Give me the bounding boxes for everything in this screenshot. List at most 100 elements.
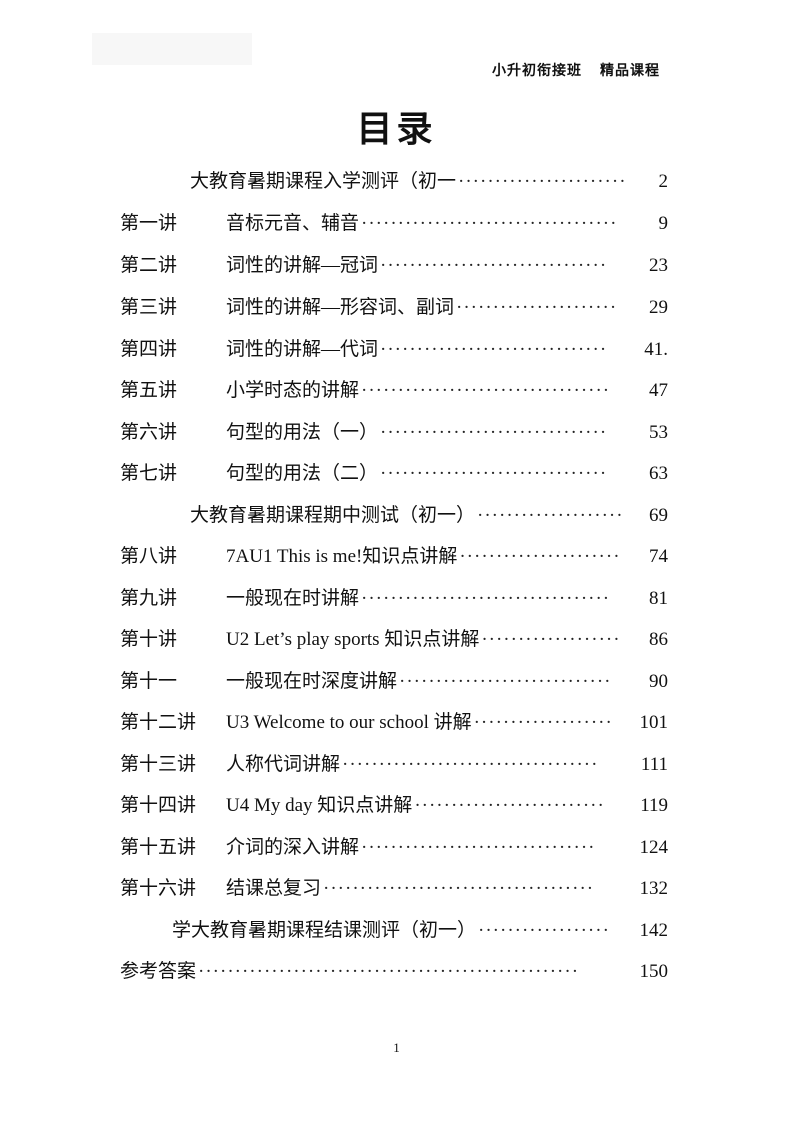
toc-topic: U3 Welcome to our school 讲解 [226, 712, 472, 733]
toc-page-number: 119 [640, 795, 668, 816]
toc-page-number: 74 [649, 546, 668, 567]
toc-topic: 大教育暑期课程期中测试（初一） [190, 505, 476, 526]
toc-entry[interactable]: 第十一 一般现在时深度讲解····························… [120, 667, 668, 697]
toc-topic: 一般现在时深度讲解 [226, 671, 398, 692]
toc-page-number: 9 [658, 213, 669, 234]
toc-entry[interactable]: 第一讲音标元音、辅音······························… [120, 209, 668, 239]
toc-entry[interactable]: 大教育暑期课程期中测试（初一）···················· 69 [190, 501, 668, 531]
toc-page-number: 29 [649, 297, 668, 318]
toc-lecture-number: 第十二讲 [120, 712, 197, 733]
toc-topic: 7AU1 This is me!知识点讲解 [226, 546, 458, 567]
toc-lecture-number: 第十六讲 [120, 878, 197, 899]
course-tag-right: 精品课程 [600, 63, 660, 79]
toc-leader-dots: ··················· [473, 712, 613, 733]
faint-watermark-box [92, 33, 252, 65]
toc-topic: 词性的讲解—冠词 [226, 255, 379, 276]
toc-page-number: 142 [639, 920, 669, 941]
toc-topic: 小学时态的讲解 [226, 380, 360, 401]
toc-page-number: 69 [649, 505, 668, 526]
toc-topic: 句型的用法（二） [226, 463, 379, 484]
toc-topic: 介词的深入讲解 [226, 837, 360, 858]
toc-lecture-number: 第十四讲 [120, 795, 197, 816]
toc-lecture-number: 第十一 [120, 671, 178, 692]
toc-lecture-number: 第六讲 [120, 422, 178, 443]
toc-page-number: 53 [649, 422, 668, 443]
toc-leader-dots: ····························· [399, 671, 612, 692]
toc-lecture-number: 第十讲 [120, 629, 178, 650]
toc-entry[interactable]: 学大教育暑期课程结课测评（初一）·················· 142 [172, 916, 668, 946]
toc-leader-dots: ····································· [323, 878, 595, 899]
toc-leader-dots: ······························· [380, 422, 608, 443]
toc-topic: U2 Let’s play sports 知识点讲解 [226, 629, 480, 650]
toc-lecture-number: 第十三讲 [120, 754, 197, 775]
toc-leader-dots: ··················· [481, 629, 621, 650]
toc-leader-dots: ·································· [361, 380, 611, 401]
toc-entry[interactable]: 第十三讲 人称代词讲解······························… [120, 750, 668, 780]
toc-lecture-number: 第十五讲 [120, 837, 197, 858]
toc-leader-dots: ··································· [361, 213, 618, 234]
toc-leader-dots: ······················ [459, 546, 621, 567]
toc-page-number: 81 [649, 588, 668, 609]
toc-leader-dots: ·························· [414, 795, 605, 816]
toc-entry[interactable]: 第十四讲 U4 My day 知识点讲解·····················… [120, 791, 668, 821]
toc-lecture-number: 第五讲 [120, 380, 178, 401]
toc-lecture-number: 第二讲 [120, 255, 178, 276]
toc-topic: 参考答案 [120, 961, 197, 982]
toc-page-number: 90 [649, 671, 668, 692]
toc-page-number: 2 [658, 171, 669, 192]
toc-entry[interactable]: 第十六讲 结课总复习·······························… [120, 874, 668, 904]
toc-entry[interactable]: 大教育暑期课程入学测评（初一······················· 2 [190, 167, 668, 197]
toc-topic: 人称代词讲解 [226, 754, 341, 775]
toc-leader-dots: ···················· [477, 505, 624, 526]
toc-page-number: 111 [640, 754, 668, 775]
toc-page-number: 86 [649, 629, 668, 650]
toc-entry[interactable]: 第三讲 词性的讲解—形容词、副词······················ 29 [120, 293, 668, 323]
toc-lecture-number: 第九讲 [120, 588, 178, 609]
toc-leader-dots: ······························· [380, 339, 608, 360]
toc-entry[interactable]: 参考答案····································… [120, 957, 668, 987]
toc-lecture-number: 第四讲 [120, 339, 178, 360]
toc-entry[interactable]: 第十五讲 介词的深入讲解·····························… [120, 833, 668, 863]
toc-topic: U4 My day 知识点讲解 [226, 795, 413, 816]
course-tag-left: 小升初衔接班 [492, 63, 582, 79]
toc-page-number: 150 [639, 961, 669, 982]
toc-page-number: 132 [639, 878, 669, 899]
toc-leader-dots: ·················· [478, 920, 610, 941]
toc-topic: 大教育暑期课程入学测评（初一 [190, 171, 457, 192]
toc-entry[interactable]: 第七讲 句型的用法（二）·····························… [120, 459, 668, 489]
toc-leader-dots: ······················ [456, 297, 618, 318]
toc-topic: 词性的讲解—形容词、副词 [226, 297, 455, 318]
toc-leader-dots: ······················· [458, 171, 627, 192]
toc-leader-dots: ········································… [198, 961, 580, 982]
toc-entry[interactable]: 第十二讲 U3 Welcome to our school 讲解·········… [120, 708, 668, 738]
page-title: 目录 [356, 108, 437, 150]
toc-lecture-number: 第七讲 [120, 463, 178, 484]
toc-leader-dots: ······························· [380, 255, 608, 276]
toc-page-number: 41. [644, 339, 668, 360]
toc-leader-dots: ··································· [342, 754, 599, 775]
toc-topic: 结课总复习 [226, 878, 322, 899]
toc-entry[interactable]: 第五讲 小学时态的讲解······························… [120, 376, 668, 406]
toc-page-number: 47 [649, 380, 668, 401]
toc-entry[interactable]: 第九讲 一般现在时讲解······························… [120, 584, 668, 614]
toc-leader-dots: ······························· [380, 463, 608, 484]
toc-entry[interactable]: 第二讲 词性的讲解—冠词·····························… [120, 251, 668, 281]
toc-topic: 句型的用法（一） [226, 422, 379, 443]
toc-page-number: 124 [639, 837, 669, 858]
toc-topic: 一般现在时讲解 [226, 588, 360, 609]
toc-entry[interactable]: 第八讲 7AU1 This is me!知识点讲解················… [120, 542, 668, 572]
toc-lecture-number: 第八讲 [120, 546, 178, 567]
toc-topic: 词性的讲解—代词 [226, 339, 379, 360]
toc-entry[interactable]: 第六讲 句型的用法（一）·····························… [120, 418, 668, 448]
toc-leader-dots: ································ [361, 837, 596, 858]
toc-page-number: 63 [649, 463, 668, 484]
toc-entry[interactable]: 第十讲 U2 Let’s play sports 知识点讲解···········… [120, 625, 668, 655]
toc-page-number: 101 [639, 712, 669, 733]
toc-lecture-number: 第三讲 [120, 297, 178, 318]
toc-entry[interactable]: 第四讲 词性的讲解—代词·····························… [120, 335, 668, 365]
page-number: 1 [393, 1040, 400, 1055]
toc-topic: 学大教育暑期课程结课测评（初一） [172, 920, 477, 941]
toc-topic: 音标元音、辅音 [226, 213, 360, 234]
toc-leader-dots: ·································· [361, 588, 611, 609]
course-header: 小升初衔接班 精品课程 [492, 60, 660, 80]
